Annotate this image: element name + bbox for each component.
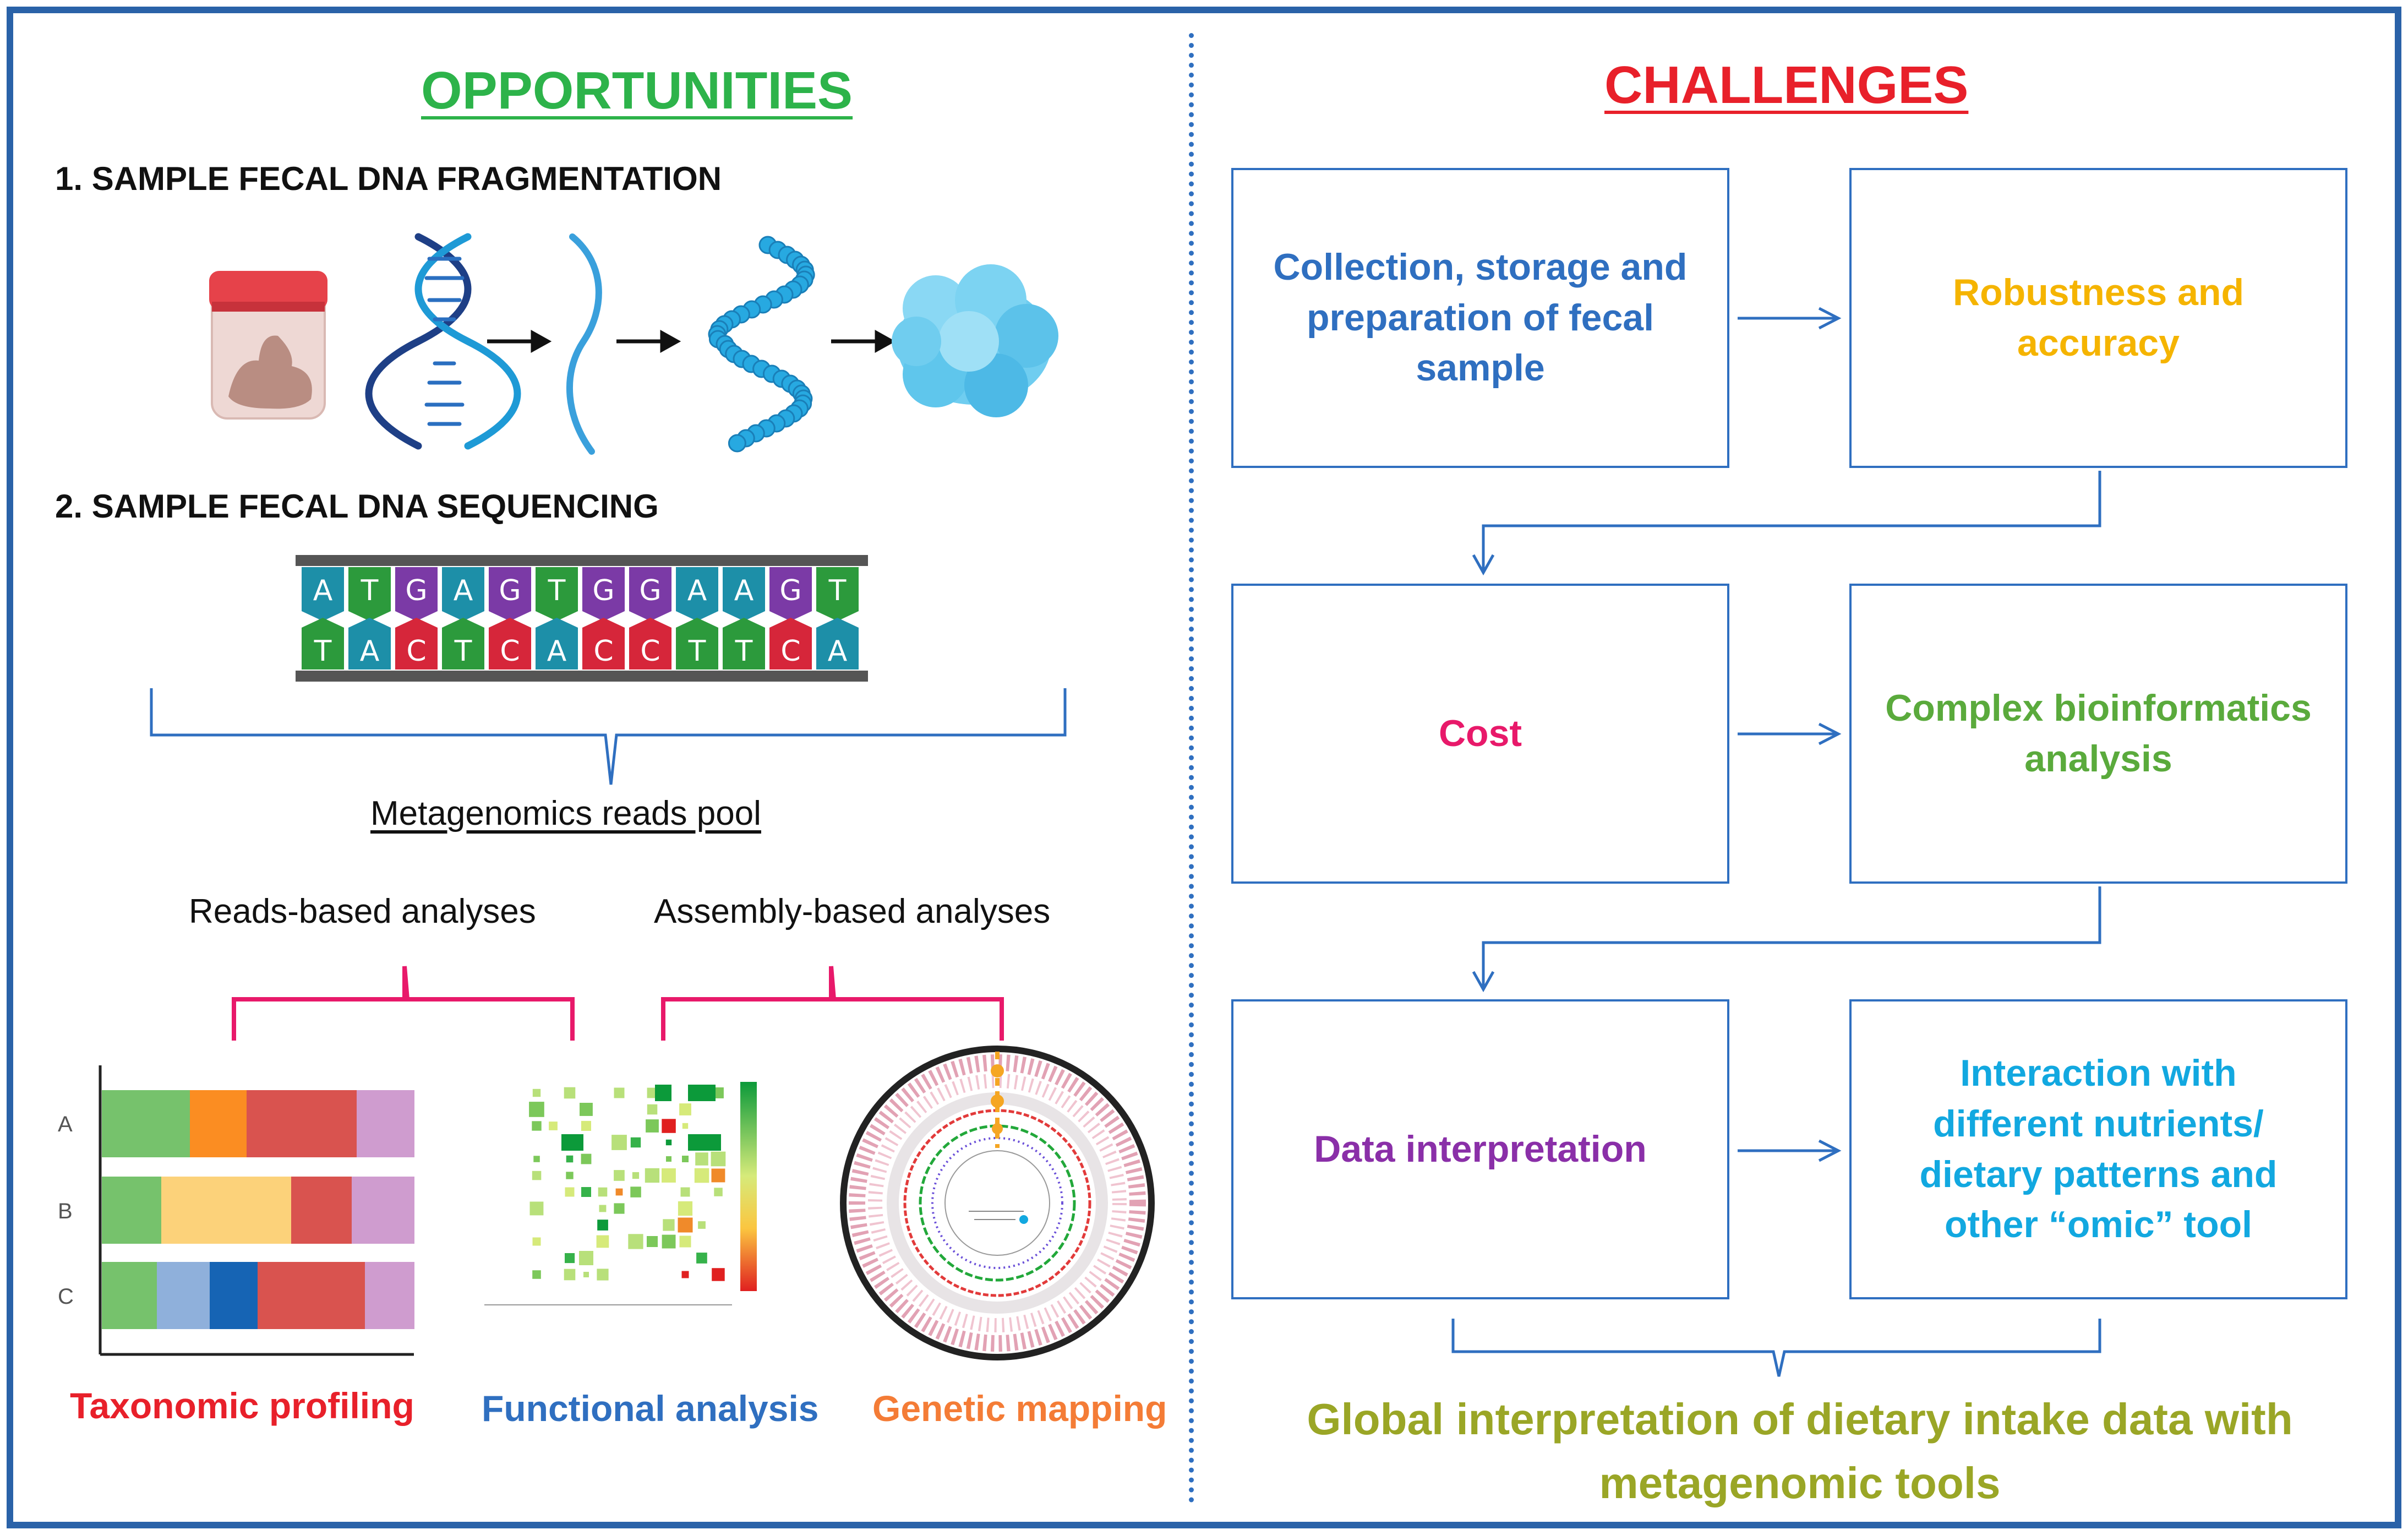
bead-chain-icon xyxy=(708,236,815,453)
specimen-jar-icon xyxy=(209,271,327,420)
svg-text:G: G xyxy=(499,574,521,607)
svg-text:T: T xyxy=(361,574,379,607)
svg-text:C: C xyxy=(406,635,426,668)
challenge-interpretation-box: Data interpretation xyxy=(1231,999,1729,1299)
svg-text:G: G xyxy=(405,574,427,607)
fragmentation-arrows xyxy=(487,330,896,353)
taxonomic-bar-chart xyxy=(99,1065,414,1356)
svg-text:A: A xyxy=(734,574,754,607)
challenge-cost-box: Cost xyxy=(1231,584,1729,884)
section-divider xyxy=(1189,33,1194,1503)
svg-text:A: A xyxy=(454,574,473,607)
svg-text:T: T xyxy=(314,635,332,668)
svg-text:C: C xyxy=(500,635,520,668)
svg-text:A: A xyxy=(360,635,380,668)
genetic-circular-map xyxy=(840,1046,1155,1360)
challenges-heading: CHALLENGES xyxy=(1604,56,1969,115)
folded-protein-icon xyxy=(892,264,1058,417)
svg-text:G: G xyxy=(592,574,614,607)
outer-frame xyxy=(7,7,2401,1528)
svg-text:C: C xyxy=(640,635,660,668)
svg-text:A: A xyxy=(313,574,333,607)
svg-text:G: G xyxy=(639,574,661,607)
reads-pool-brace xyxy=(150,688,1067,785)
svg-text:A: A xyxy=(687,574,707,607)
reads-based-label: Reads-based analyses xyxy=(189,892,536,930)
svg-text:C: C xyxy=(780,635,800,668)
svg-text:A: A xyxy=(828,635,848,668)
bar-row-label-a: A xyxy=(58,1112,73,1136)
bar-row-label-c: C xyxy=(58,1284,74,1309)
functional-heatmap xyxy=(484,1082,757,1305)
assembly-based-label: Assembly-based analyses xyxy=(654,892,1051,930)
step-1-label: 1. SAMPLE FECAL DNA FRAGMENTATION xyxy=(55,160,722,197)
genetic-mapping-caption: Genetic mapping xyxy=(872,1388,1167,1429)
reads-based-bracket xyxy=(232,966,575,1041)
svg-text:T: T xyxy=(548,574,566,607)
dna-double-helix-icon xyxy=(365,233,521,450)
functional-analysis-caption: Functional analysis xyxy=(482,1388,819,1429)
taxonomic-profiling-caption: Taxonomic profiling xyxy=(70,1385,414,1426)
assembly-based-bracket xyxy=(661,966,1004,1041)
svg-text:T: T xyxy=(454,635,472,668)
step-2-label: 2. SAMPLE FECAL DNA SEQUENCING xyxy=(55,488,659,525)
global-interpretation-text: Global interpretation of dietary intake … xyxy=(1307,1395,2293,1507)
svg-text:T: T xyxy=(688,635,706,668)
bar-row-label-b: B xyxy=(58,1199,73,1223)
single-strand-dna-icon xyxy=(566,233,602,455)
svg-text:G: G xyxy=(779,574,801,607)
svg-text:T: T xyxy=(828,574,847,607)
challenge-flow-arrows xyxy=(1451,307,2101,1377)
opportunities-heading: OPPORTUNITIES xyxy=(421,61,853,120)
reads-pool-label: Metagenomics reads pool xyxy=(370,794,761,832)
svg-text:A: A xyxy=(547,635,567,668)
svg-text:C: C xyxy=(593,635,613,668)
svg-text:T: T xyxy=(735,635,753,668)
